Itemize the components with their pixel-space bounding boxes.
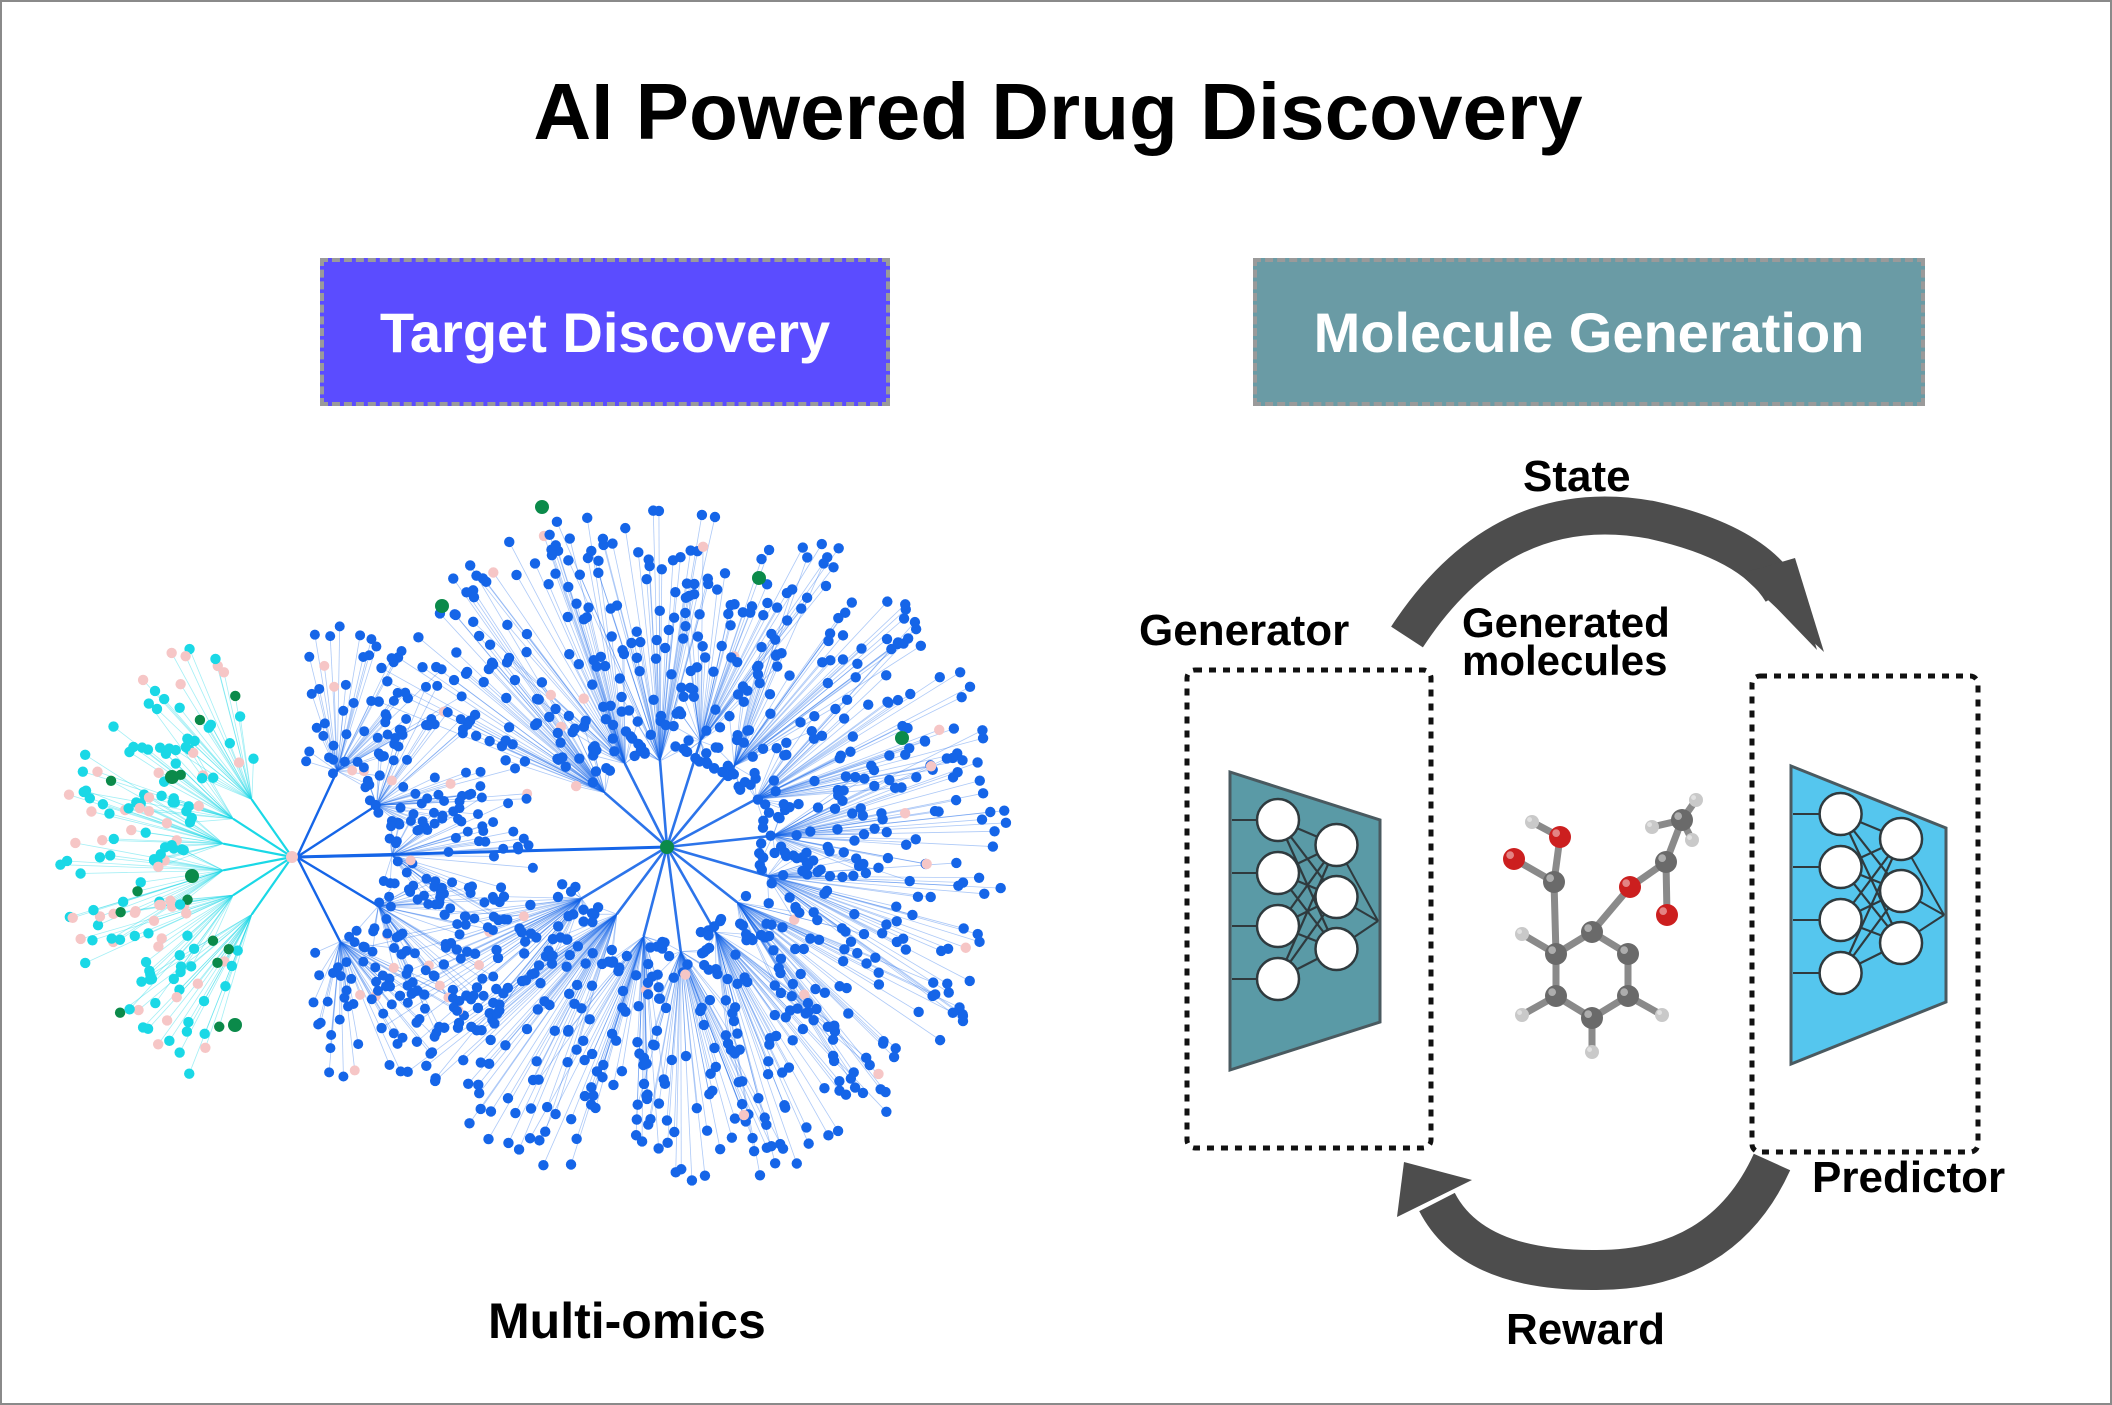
predictor-neural-network-icon (1789, 763, 1948, 1067)
predictor-box (1749, 673, 1981, 1155)
page-title: AI Powered Drug Discovery (533, 67, 1583, 156)
multi-omics-network-graph (55, 500, 1012, 1186)
generator-neural-network-icon (1228, 769, 1382, 1073)
generator-box (1184, 667, 1434, 1151)
multi-omics-caption: Multi-omics (488, 1293, 766, 1349)
aspirin-molecule-model (1503, 793, 1703, 1059)
generator-label: Generator (1139, 606, 1350, 655)
reward-label: Reward (1506, 1305, 1665, 1354)
state-arrow (1391, 496, 1824, 652)
state-label: State (1523, 452, 1631, 501)
network-nodes (55, 500, 1012, 1186)
molecule-generation-label-box: Molecule Generation (1253, 258, 1925, 406)
target-discovery-label-box: Target Discovery (320, 258, 890, 406)
generated-label-line1: Generated (1462, 599, 1670, 646)
reward-arrow (1397, 1153, 1791, 1291)
predictor-label: Predictor (1812, 1153, 2006, 1202)
generated-molecules-label: Generated molecules (1462, 599, 1670, 684)
generated-label-line2: molecules (1462, 637, 1668, 684)
